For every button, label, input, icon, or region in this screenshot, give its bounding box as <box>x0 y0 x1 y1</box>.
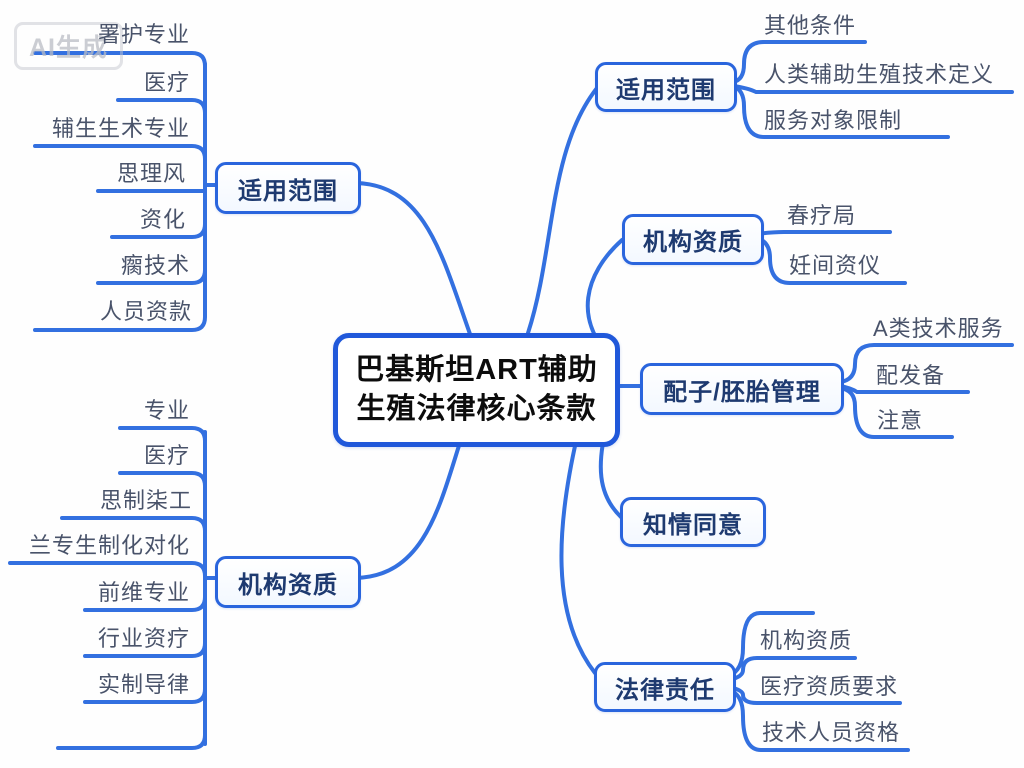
ai-generated-watermark: AI生成 <box>14 22 124 70</box>
connector-line <box>731 84 950 139</box>
connector-line <box>110 222 207 239</box>
topic-node-left-qualification[interactable]: 机构资质 <box>215 556 361 608</box>
child-label[interactable]: 妊间资仪 <box>789 253 882 278</box>
connector-line <box>56 733 207 750</box>
child-label[interactable]: 前维专业 <box>97 580 190 605</box>
child-label[interactable]: 其他条件 <box>764 13 857 38</box>
child-label[interactable]: 资化 <box>139 207 186 232</box>
connector-line <box>526 86 599 335</box>
connector-line <box>727 611 815 678</box>
connector-line <box>118 471 207 488</box>
child-label[interactable]: 署护专业 <box>97 22 190 47</box>
connector-line <box>727 656 857 682</box>
connector-line <box>727 688 910 752</box>
connector-line <box>60 516 207 533</box>
central-topic-line1: 巴基斯坦ART辅助 <box>355 353 598 386</box>
connector-line <box>118 426 207 443</box>
connector-line <box>116 98 207 115</box>
connector-line <box>755 230 892 236</box>
child-label[interactable]: 技术人员资格 <box>762 720 901 745</box>
child-label[interactable]: 专业 <box>143 398 190 423</box>
child-label[interactable]: 春疗局 <box>787 203 857 228</box>
connector-line <box>354 181 472 336</box>
child-label[interactable]: 人类辅助生殖技术定义 <box>764 62 995 87</box>
connector-line <box>96 268 207 285</box>
topic-node-right-scope[interactable]: 适用范围 <box>595 62 737 112</box>
child-label[interactable]: 辅生生术专业 <box>51 116 190 141</box>
connector-line <box>83 595 207 612</box>
topic-node-informed-consent[interactable]: 知情同意 <box>620 497 766 547</box>
child-label[interactable]: A类技术服务 <box>873 316 1004 341</box>
child-label[interactable]: 服务对象限制 <box>764 108 903 133</box>
child-label[interactable]: 医疗 <box>143 443 190 468</box>
child-label[interactable]: 医疗 <box>143 70 190 95</box>
child-label[interactable]: 瘸技术 <box>120 253 190 278</box>
topic-node-left-scope[interactable]: 适用范围 <box>215 162 361 214</box>
topic-node-legal-liability[interactable]: 法律责任 <box>594 662 736 712</box>
child-label[interactable]: 机构资质 <box>760 628 853 653</box>
connector-line <box>354 434 464 580</box>
connector-line <box>83 687 207 704</box>
child-label[interactable]: 思制柒工 <box>99 488 192 513</box>
child-label[interactable]: 思理风 <box>116 161 186 186</box>
connector-line <box>83 641 207 658</box>
connector-line <box>33 144 207 161</box>
connector-line <box>727 685 902 705</box>
connector-line <box>33 315 207 332</box>
connector-line <box>838 386 954 439</box>
connector-line <box>33 51 207 68</box>
child-label[interactable]: 配发备 <box>876 363 946 388</box>
connector-line <box>8 561 207 578</box>
connector-line <box>838 343 1014 384</box>
connector-line <box>731 40 867 84</box>
child-label[interactable]: 人员资款 <box>99 299 192 324</box>
topic-node-right-qualification[interactable]: 机构资质 <box>622 214 764 265</box>
child-label[interactable]: 实制导律 <box>97 672 190 697</box>
connector-line <box>559 435 597 675</box>
central-topic-node[interactable]: 巴基斯坦ART辅助 生殖法律核心条款 <box>333 333 620 447</box>
child-label[interactable]: 医疗资质要求 <box>760 674 899 699</box>
child-label[interactable]: 注意 <box>877 408 924 433</box>
child-label[interactable]: 兰专生制化对化 <box>28 533 190 558</box>
child-label[interactable]: 行业资疗 <box>97 626 190 651</box>
central-topic-line2: 生殖法律核心条款 <box>356 393 597 425</box>
topic-node-gamete-embryo-management[interactable]: 配子/胚胎管理 <box>640 363 844 415</box>
